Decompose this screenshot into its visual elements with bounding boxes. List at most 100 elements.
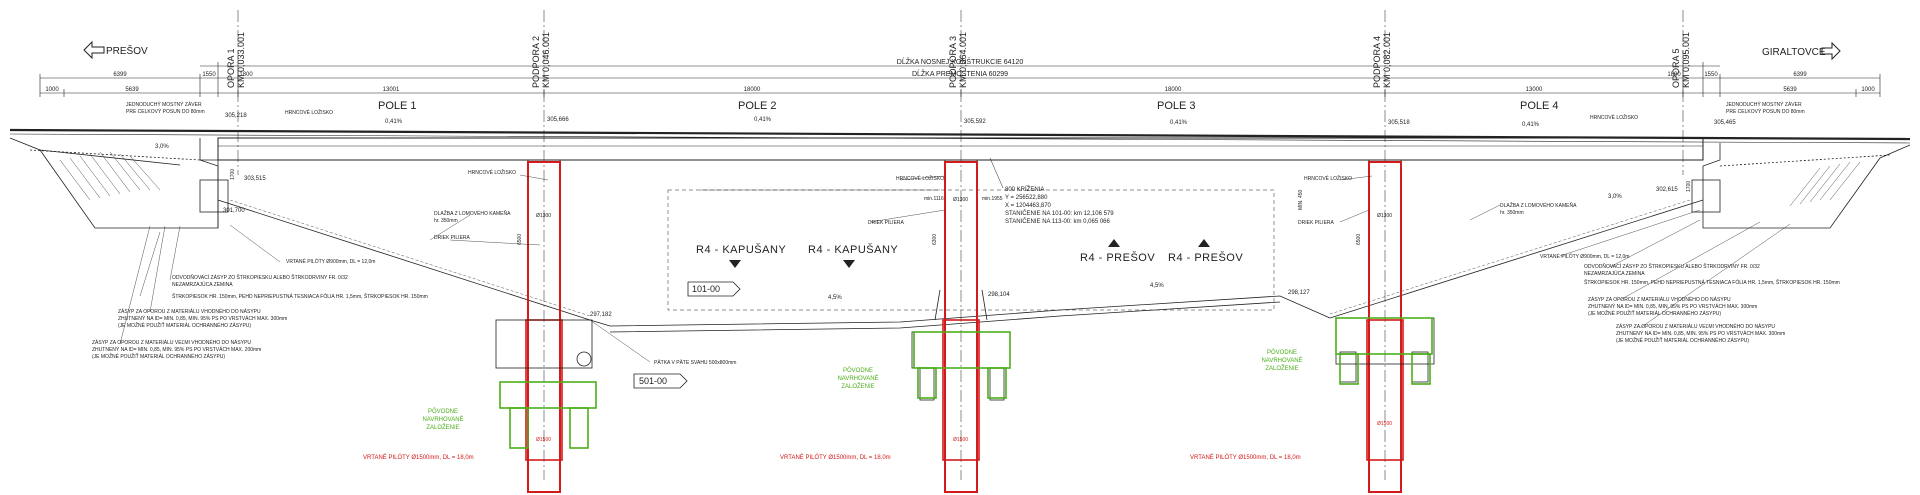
note-right-pier: DRIEK PILIERA: [1298, 220, 1335, 226]
span-2-slope: 0,41%: [754, 117, 772, 123]
elev-11: 298,127: [1288, 290, 1310, 296]
elev-9: 297,182: [590, 312, 612, 318]
arrow-left-icon: [83, 40, 105, 60]
pile-4: [1368, 161, 1402, 493]
note-left-fill6: (JE MOŽNÉ POUŽIŤ MATERIÁL OCHRANNÉHO ZÁS…: [92, 352, 225, 360]
note-left-pier: DRIEK PILIERA: [434, 235, 471, 241]
direction-right-label: GIRALTOVCE: [1762, 47, 1826, 58]
pile-labels: VRTANÉ PILÓTY Ø1500mm, DL = 18,0m VRTANÉ…: [363, 421, 1392, 461]
support-5-km: KM 0,095.001: [1681, 32, 1691, 88]
elev-7: 301,700: [223, 208, 245, 214]
span-1-label: POLE 1: [378, 100, 417, 112]
orig-left-3: ZALOŽENIE: [426, 423, 459, 431]
arrow-right-icon: [1821, 41, 1841, 61]
orig-mid-1: PÔVODNE: [843, 367, 873, 374]
note-right-drain1: ODVODŇOVACÍ ZÁSYP ZO ŠTRKOPIESKU ALEBO Š…: [1584, 263, 1760, 270]
orig-right-2: NAVRHOVANÉ: [1261, 357, 1302, 364]
left-dimension-values: 1000 5639 6399 1550 1800: [45, 72, 253, 93]
orig-left-2: NAVRHOVANÉ: [422, 416, 463, 423]
support-4-km: KM 0,082.001: [1382, 32, 1392, 88]
pier-dim-labels: Ø1300 Ø1300 Ø1300 min.1116 min.1955 MIN.…: [230, 169, 1692, 245]
note-left-joint2: PRE CELKOVÝ POSUN DO 80mm: [126, 108, 205, 115]
min-1116: min.1116: [924, 196, 944, 202]
elev-3: 305,592: [964, 119, 986, 125]
piles-red: [525, 161, 1404, 493]
road-label-1: R4 - KAPUŠANY: [696, 243, 786, 256]
dim-left-3: 6399: [113, 72, 127, 78]
note-right-paving2: hr. 350mm: [1500, 210, 1524, 216]
right-dimension-values: 5639 6399 1550 1000 1800: [1667, 72, 1875, 93]
support-1-km: KM 0,033.001: [236, 32, 246, 88]
span-dim-4: 13000: [1526, 87, 1543, 93]
pier-diam-mid: Ø1300: [953, 197, 968, 203]
pier-diam-left: Ø1300: [536, 213, 551, 219]
abut-h-right: 1700: [1686, 181, 1692, 192]
pier-h-right: 6500: [1356, 234, 1362, 245]
support-3-label: PODPORA 3: [948, 36, 958, 88]
span-labels: POLE 1 POLE 2 POLE 3 POLE 4 0,41% 0,41% …: [378, 100, 1559, 128]
pile-diam-right: Ø1500: [1377, 421, 1392, 427]
support-4-label: PODPORA 4: [1372, 36, 1382, 88]
min-1955: min.1955: [982, 196, 1003, 202]
min-450: MIN. 450: [1298, 189, 1304, 210]
dim-right-5: 1800: [1667, 72, 1681, 78]
note-right-bearing-pier: HRNCOVÉ LOŽISKO: [1304, 174, 1352, 182]
note-right-fill1: ZÁSYP ZA OPOROU Z MATERIÁLU VHODNÉHO DO …: [1588, 296, 1731, 303]
span-4-label: POLE 4: [1520, 100, 1559, 112]
note-left-fill3: (JE MOŽNÉ POUŽIŤ MATERIÁL OCHRANNÉHO ZÁS…: [118, 321, 251, 329]
road-marker-icon-4: [1198, 239, 1210, 247]
pier-h-mid: 6300: [932, 234, 938, 245]
right-abutment-slope: 3,0%: [1608, 194, 1622, 200]
crossing-title: 800 KRÍŽENIA: [1005, 185, 1044, 193]
note-left-small-piles: VRTANÉ PILÓTY Ø900mm, DL = 12,0m: [286, 258, 375, 265]
pile-2: [527, 161, 561, 493]
note-right-paving: DLAŽBA Z LOMOVÉHO KAMEŇA: [1500, 201, 1577, 209]
road-marker-icon-1: [729, 260, 741, 268]
note-right-fill5: ZHUTNENÝ NA ID= MIN. 0,85, MIN. 95% PS P…: [1616, 330, 1785, 337]
dim-left-1: 1000: [45, 87, 59, 93]
span-dim-1: 13001: [383, 87, 400, 93]
crossing-info: 800 KRÍŽENIA Y = 256522,880 X = 1204463,…: [989, 157, 1114, 225]
crossing-y: Y = 256522,880: [1005, 195, 1048, 201]
left-abutment-slope: 3,0%: [155, 144, 169, 150]
road-label-2: R4 - KAPUŠANY: [808, 243, 898, 256]
road-marker-icon-2: [843, 260, 855, 268]
note-left-fill2: ZHUTNENÝ NA ID= MIN. 0,85, MIN. 95% PS P…: [118, 315, 287, 322]
road-label-4: R4 - PREŠOV: [1168, 251, 1243, 264]
note-left-paving: DLAŽBA Z LOMOVÉHO KAMEŇA: [434, 209, 511, 217]
road-label-3: R4 - PREŠOV: [1080, 251, 1155, 264]
dim-right-1: 5639: [1783, 87, 1797, 93]
road-marker-icon-3: [1108, 239, 1120, 247]
tag-101-label: 101-00: [692, 284, 720, 294]
left-abutment: [9, 137, 591, 321]
span-3-label: POLE 3: [1157, 100, 1196, 112]
pier-h-left: 6500: [517, 234, 523, 245]
elev-1: 305,218: [225, 113, 247, 119]
note-right-gravel: ŠTRKOPIESOK HR. 150mm, PEHD NEPRIEPUSTNÁ…: [1584, 279, 1840, 286]
note-left-footing: PÄTKA V PÄTE SVAHU 500x800mm: [654, 359, 736, 366]
bridge-deck: [9, 128, 1911, 161]
note-left-joint: JEDNODUCHÝ MOSTNÝ ZÁVER: [126, 101, 202, 108]
note-left-drain2: NEZAMRZAJÚCA ZEMINA: [172, 281, 233, 288]
support-1-label: OPORA 1: [226, 48, 236, 88]
note-mid-bearing: HRNCOVÉ LOŽISKO: [896, 174, 944, 182]
pile-label-right: VRTANÉ PILÓTY Ø1500mm, DL = 18,0m: [1190, 454, 1301, 461]
original-foundation-labels: PÔVODNE NAVRHOVANÉ ZALOŽENIE PÔVODNE NAV…: [422, 349, 1302, 431]
pile-diam-left: Ø1500: [536, 437, 551, 443]
pile-3: [944, 161, 978, 493]
pile-diam-mid: Ø1500: [953, 437, 968, 443]
note-left-fill1: ZÁSYP ZA OPOROU Z MATERIÁLU VHODNÉHO DO …: [118, 308, 261, 315]
span-1-slope: 0,41%: [385, 119, 403, 125]
orig-mid-3: ZALOŽENIE: [841, 382, 874, 390]
crossing-st1: STANIČENIE NA 101-00: km 12,106 579: [1005, 210, 1114, 217]
span-4-slope: 0,41%: [1522, 122, 1540, 128]
elevations: 305,218 305,666 305,592 305,518 305,465 …: [223, 113, 1736, 318]
road-labels: R4 - KAPUŠANY R4 - KAPUŠANY R4 - PREŠOV …: [696, 239, 1243, 301]
dimension-chains: [39, 62, 1881, 97]
crossing-x: X = 1204463,870: [1005, 203, 1052, 209]
elev-6: 303,515: [244, 176, 266, 182]
note-right-bearing: HRNCOVÉ LOŽISKO: [1590, 113, 1638, 121]
note-right-small-piles: VRTANÉ PILÓTY Ø900mm, DL = 12,0m: [1540, 253, 1629, 260]
